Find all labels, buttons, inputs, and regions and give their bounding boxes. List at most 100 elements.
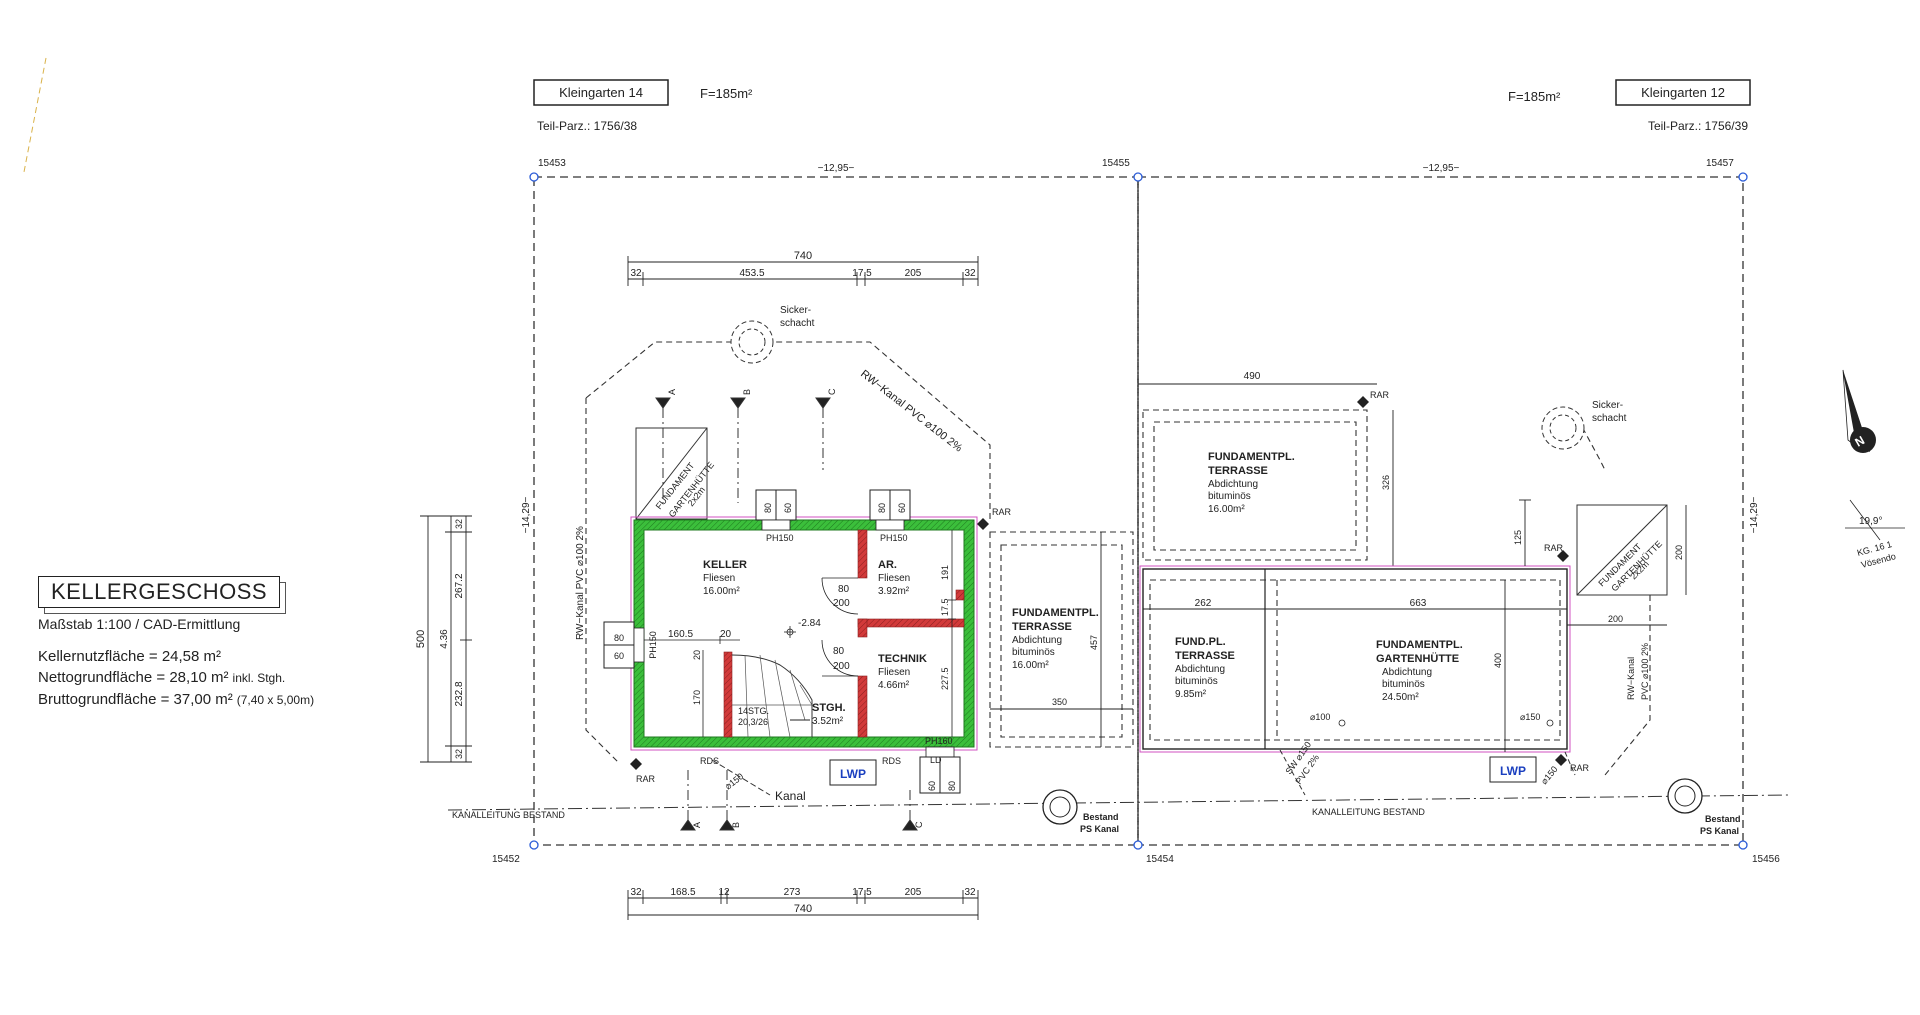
dim-top-a: 32	[630, 268, 642, 279]
room-ar-floor: Fliesen	[878, 573, 910, 584]
window-top-left	[755, 489, 797, 531]
dim-side-inner: 4.36	[439, 629, 450, 649]
window-bottom-right-w: 60	[927, 781, 937, 791]
rar-4: RAR	[1544, 543, 1564, 553]
compass-angle: 19,9°	[1859, 516, 1882, 527]
point-15453: 15453	[538, 158, 566, 169]
boundary-dim-side-left: −14,29−	[521, 496, 532, 533]
door-ar-h: 200	[833, 598, 850, 609]
rar-1: RAR	[992, 507, 1012, 517]
stair-count: 14STG.	[738, 706, 769, 716]
dim-bottom-g: 32	[964, 887, 976, 898]
manhole-left-label1: Bestand	[1083, 812, 1119, 822]
gartenhuette-h: 400	[1493, 653, 1503, 668]
boundary-point	[1738, 172, 1748, 182]
terrace-2-name1: FUNDAMENTPL.	[1208, 451, 1295, 463]
sewer-line	[447, 794, 1791, 811]
point-15455: 15455	[1102, 158, 1130, 169]
point-15456: 15456	[1752, 854, 1780, 865]
drain-150-right: ⌀150	[1539, 764, 1560, 786]
rw-canal-left-label: RW−Kanal PVC ⌀100 2%	[575, 526, 586, 640]
terrace-3-w: 262	[1195, 598, 1212, 609]
boundary-point	[529, 172, 539, 182]
dim-side-c: 232.8	[454, 681, 465, 706]
right-plot-area: F=185m²	[1508, 89, 1561, 104]
manhole-left	[1042, 789, 1078, 825]
window-top-left-ph: PH150	[766, 533, 794, 543]
section-a-top: A	[667, 389, 677, 395]
sickerschacht-right-label1: Sicker-	[1592, 400, 1623, 411]
rw-canal-right-2: PVC ⌀100 2%	[1640, 643, 1650, 700]
rw-canal-path-top	[585, 341, 991, 520]
right-foundation	[1139, 565, 1571, 753]
terrace-3-area: 9.85m²	[1175, 689, 1207, 700]
terrace-1-name2: TERRASSE	[1012, 621, 1072, 633]
plot-boundary-right	[1137, 176, 1744, 846]
room-stgh-area: 3.52m²	[812, 716, 844, 727]
left-plot-label-box	[533, 79, 669, 106]
inner-dim-227: 227.5	[940, 667, 950, 690]
left-plot-area: F=185m²	[700, 86, 753, 101]
rw-canal-right-1: RW−Kanal	[1626, 657, 1636, 700]
scale-label: Maßstab 1:100 / CAD-Ermittlung	[38, 616, 241, 632]
sickerschacht-right-label2: schacht	[1592, 413, 1627, 424]
compass-north-arrow	[1842, 369, 1905, 541]
dim-bottom-total: 740	[794, 903, 812, 915]
rw-canal-right-path	[1572, 409, 1651, 776]
house-walls	[630, 516, 978, 751]
window-top-right	[869, 489, 911, 531]
kanal-label: Kanal	[775, 789, 806, 803]
terrace-1-sub1: Abdichtung	[1012, 635, 1062, 646]
point-15457: 15457	[1706, 158, 1734, 169]
terrace-2	[1137, 378, 1394, 566]
staircase	[731, 654, 813, 738]
dim-top-total: 740	[794, 250, 812, 262]
sewer-pipe-right	[1279, 749, 1576, 796]
section-markers-bottom	[680, 770, 918, 831]
gartenhuette-w: 663	[1410, 598, 1427, 609]
gartenhuette-name2: GARTENHÜTTE	[1376, 652, 1459, 665]
fundament-gartenhuette-left	[635, 427, 708, 520]
dim-bottom-a: 32	[630, 887, 642, 898]
left-plot-label: Kleingarten 14	[559, 85, 643, 100]
terrace-1	[989, 531, 1134, 748]
gartenhuette-name1: FUNDAMENTPL.	[1376, 639, 1463, 651]
sickerschacht-left-label1: Sicker-	[780, 305, 811, 316]
door-technik-w: 80	[833, 646, 845, 657]
dim-chain-top	[627, 256, 979, 286]
inner-dim-191: 191	[940, 565, 950, 580]
gartenhuette-sub1: Abdichtung	[1382, 667, 1432, 678]
window-top-right-h: 60	[897, 503, 907, 513]
window-top-right-w: 80	[877, 503, 887, 513]
point-15452: 15452	[492, 854, 520, 865]
area-gross: Bruttogrundfläche = 37,00 m²	[38, 691, 233, 708]
room-stgh-name: STGH.	[812, 702, 846, 714]
room-keller-name: KELLER	[703, 559, 747, 571]
terrace-3-name2: TERRASSE	[1175, 650, 1235, 662]
dim-top-c: 17.5	[852, 268, 872, 279]
terrace-2-sub1: Abdichtung	[1208, 479, 1258, 490]
boundary-point	[529, 840, 539, 850]
dim-top-e: 32	[964, 268, 976, 279]
dim-125: 125	[1513, 530, 1523, 545]
lwp-right: LWP	[1500, 764, 1526, 778]
level-value: -2.84	[798, 618, 821, 629]
drain-points	[1338, 719, 1554, 727]
window-top-right-ph: PH150	[880, 533, 908, 543]
sickerschacht-left-label2: schacht	[780, 318, 815, 329]
section-markers-top	[655, 397, 831, 503]
sewer-label-right: KANALLEITUNG BESTAND	[1312, 807, 1425, 817]
window-top-left-h: 60	[783, 503, 793, 513]
window-bottom-right-h: 80	[947, 781, 957, 791]
room-technik-floor: Fliesen	[878, 667, 910, 678]
section-b-top: B	[742, 389, 752, 395]
fundament-gartenhuette-right	[1519, 499, 1687, 626]
rw-canal-top-label: RW−Kanal PVC ⌀100 2%	[858, 368, 964, 455]
window-left-w: 80	[614, 633, 624, 643]
stray-line	[23, 57, 47, 173]
dim-side-d: 32	[454, 749, 464, 759]
terrace-1-area: 16.00m²	[1012, 660, 1049, 671]
room-ar-area: 3.92m²	[878, 586, 910, 597]
